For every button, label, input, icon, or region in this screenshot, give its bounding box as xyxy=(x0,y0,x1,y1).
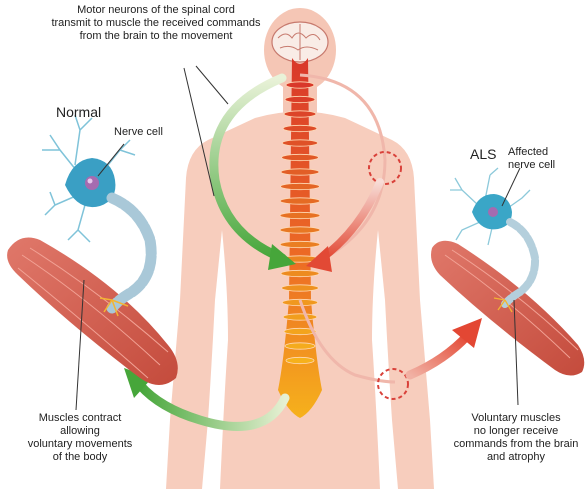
vertebra xyxy=(283,327,317,336)
vertebra xyxy=(280,269,320,278)
normal-muscle xyxy=(7,237,178,385)
als-muscle xyxy=(431,240,585,376)
header-line-2: transmit to muscle the received commands xyxy=(51,17,261,29)
header-line-3: from the brain to the movement xyxy=(79,30,233,42)
als-title: ALS xyxy=(470,146,497,162)
leader-lines xyxy=(75,65,521,411)
vertebra xyxy=(281,153,319,162)
vertebra xyxy=(284,342,316,350)
header-caption: Motor neurons of the spinal cord transmi… xyxy=(28,4,284,43)
affected-nerve-cell-line-1: Affected xyxy=(508,146,549,158)
normal-command-arrow xyxy=(209,73,296,270)
affected-nerve-cell-label: Affected nerve cell xyxy=(508,146,578,172)
vertebra xyxy=(281,284,319,292)
affected-point-lower xyxy=(377,368,409,400)
als-caption-line-1: Voluntary muscles xyxy=(471,412,561,424)
vertebra xyxy=(282,124,318,133)
vertebra xyxy=(285,356,315,365)
als-caption-line-2: no longer receive xyxy=(473,425,559,437)
normal-title: Normal xyxy=(56,104,102,120)
vertebra xyxy=(281,139,319,147)
nerve-paths xyxy=(298,73,396,384)
normal-caption: Muscles contract allowing voluntary move… xyxy=(20,412,140,464)
vertebra xyxy=(283,110,317,118)
vertebra xyxy=(285,81,315,89)
vertebra xyxy=(279,197,321,205)
normal-caption-line-1: Muscles contract xyxy=(38,412,122,424)
normal-caption-line-3: voluntary movements xyxy=(27,438,133,450)
als-neuron xyxy=(450,167,540,313)
vertebra xyxy=(284,95,316,104)
vertebra xyxy=(280,168,320,176)
als-caption-line-4: and atrophy xyxy=(486,451,546,463)
als-caption-line-3: commands from the brain xyxy=(453,438,579,450)
vertebra xyxy=(279,211,321,220)
atrophy-arrow xyxy=(405,318,482,380)
nerve-cell-label: Nerve cell xyxy=(114,126,163,138)
als-command-arrow xyxy=(306,178,384,272)
normal-caption-line-2: allowing xyxy=(60,425,100,437)
vertebra xyxy=(279,240,321,249)
vertebra xyxy=(279,226,321,234)
header-line-1: Motor neurons of the spinal cord xyxy=(77,4,235,16)
vertebra xyxy=(282,313,318,321)
affected-nerve-cell-line-2: nerve cell xyxy=(508,159,556,171)
normal-caption-line-4: of the body xyxy=(52,451,108,463)
vertebra xyxy=(280,182,320,191)
brain xyxy=(271,21,329,63)
als-caption: Voluntary muscles no longer receive comm… xyxy=(448,412,584,464)
affected-point-upper xyxy=(368,151,402,185)
